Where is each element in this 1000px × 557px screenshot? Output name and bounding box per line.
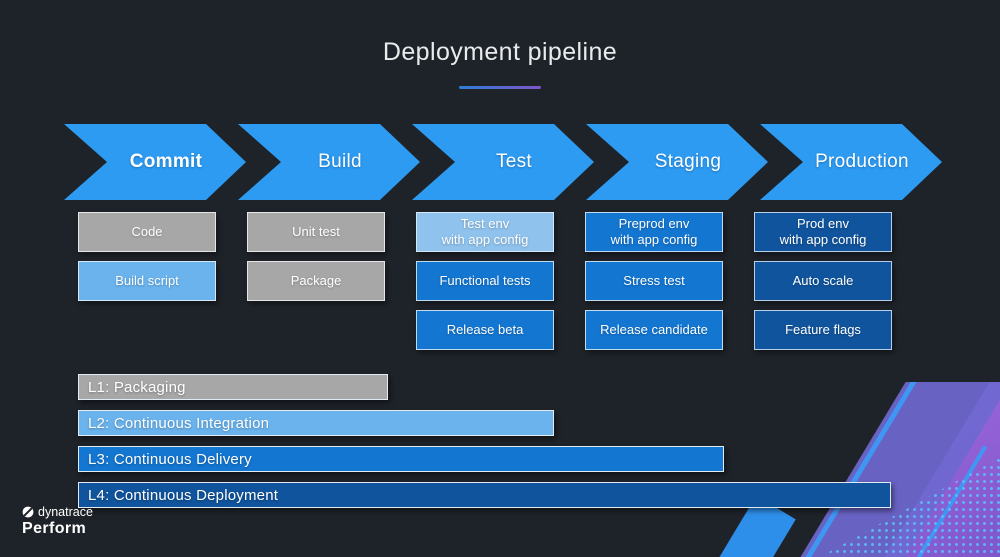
box-test-env: Test env with app config <box>416 212 554 252</box>
box-line2: with app config <box>610 232 698 247</box>
level-bar-l1: L1: Packaging <box>78 374 388 400</box>
box-stress-test: Stress test <box>585 261 723 301</box>
box-line1: Test env <box>460 216 510 231</box>
box-code: Code <box>78 212 216 252</box>
stage-label-production: Production <box>815 151 909 172</box>
stage-arrow-test: Test <box>412 124 594 200</box>
event-name: Perform <box>22 520 87 537</box>
stage-arrow-commit: Commit <box>64 124 246 200</box>
stage-label-commit: Commit <box>129 151 203 172</box>
stage-label-test: Test <box>495 151 533 172</box>
dynatrace-logo-icon <box>22 506 34 518</box>
box-auto-scale: Auto scale <box>754 261 892 301</box>
slide-title: Deployment pipeline <box>382 38 618 66</box>
title-accent-underline <box>459 86 541 89</box>
level-bar-l3: L3: Continuous Delivery <box>78 446 724 472</box>
stage-label-build: Build <box>318 151 362 172</box>
box-package: Package <box>247 261 385 301</box>
box-line2: with app config <box>779 232 867 247</box>
box-unit-test: Unit test <box>247 212 385 252</box>
box-prod-env: Prod env with app config <box>754 212 892 252</box>
box-functional-tests: Functional tests <box>416 261 554 301</box>
box-line1: Prod env <box>796 216 850 231</box>
stage-arrow-build: Build <box>238 124 420 200</box>
footer-brand: dynatrace Perform <box>22 505 93 538</box>
box-line1: Preprod env <box>618 216 690 231</box>
level-bar-l2: L2: Continuous Integration <box>78 410 554 436</box>
box-line2: with app config <box>441 232 529 247</box>
stage-arrow-production: Production <box>760 124 942 200</box>
stage-label-staging: Staging <box>654 151 722 172</box>
box-preprod-env: Preprod env with app config <box>585 212 723 252</box>
box-feature-flags: Feature flags <box>754 310 892 350</box>
stage-arrow-staging: Staging <box>586 124 768 200</box>
brand-name: dynatrace <box>38 505 93 519</box>
box-build-script: Build script <box>78 261 216 301</box>
box-release-beta: Release beta <box>416 310 554 350</box>
box-release-candidate: Release candidate <box>585 310 723 350</box>
level-bar-l4: L4: Continuous Deployment <box>78 482 891 508</box>
